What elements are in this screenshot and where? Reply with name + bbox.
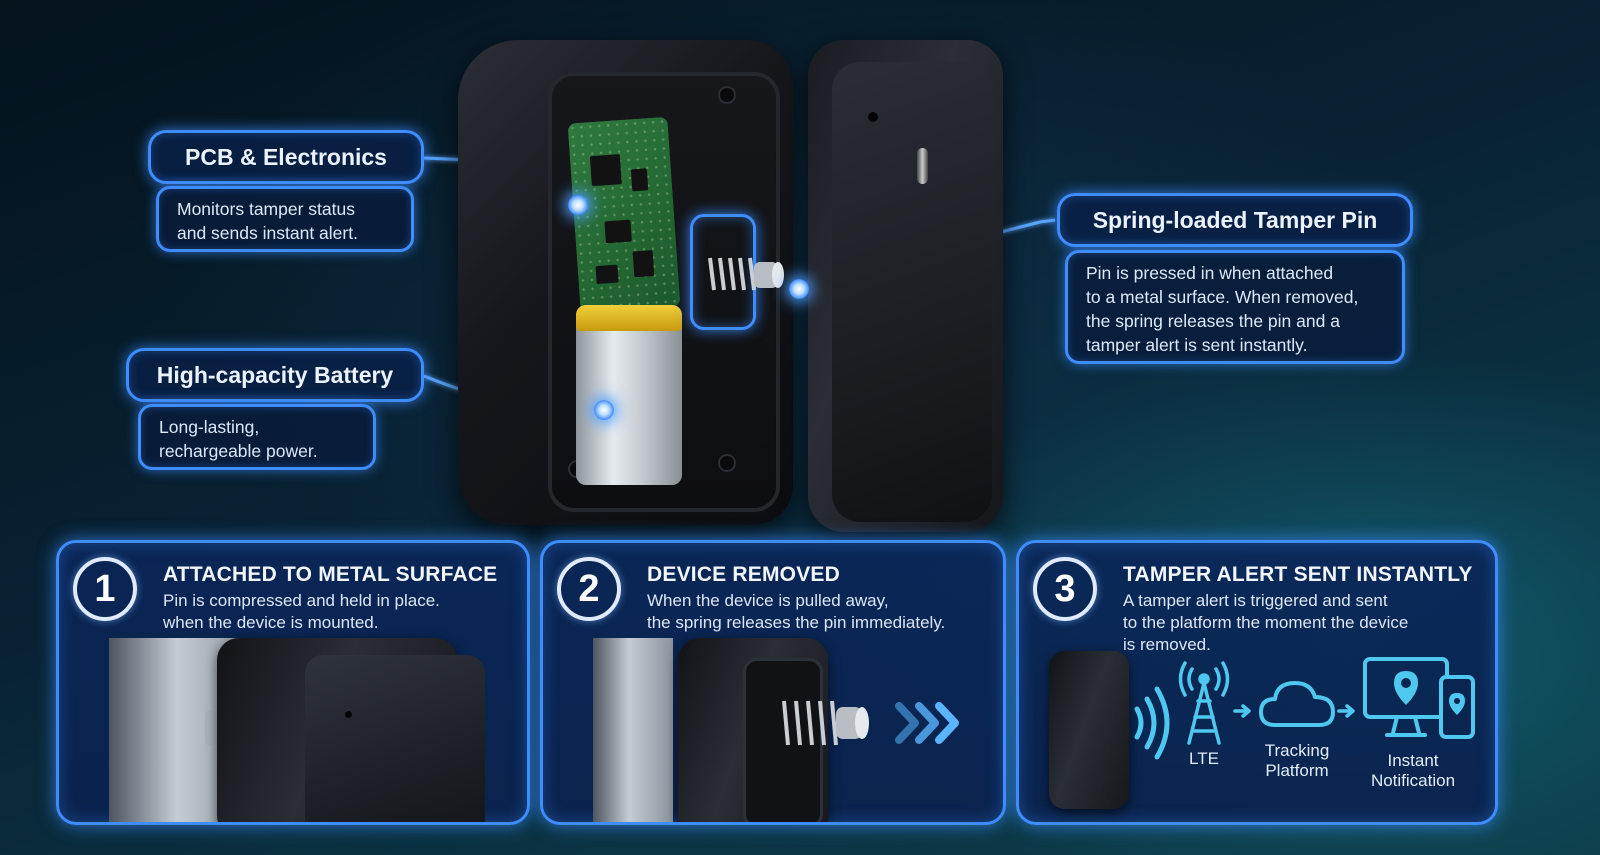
- battery-cell: [576, 305, 682, 485]
- arrow-right-icon: [1233, 704, 1251, 718]
- metal-surface: [593, 638, 673, 822]
- step-panel-removed: 2 DEVICE REMOVED When the device is pull…: [540, 540, 1006, 825]
- released-spring-icon: [782, 700, 869, 746]
- pcb-chip: [604, 219, 632, 244]
- tracking-platform-label-line: Tracking: [1264, 741, 1330, 760]
- battery-description-line: rechargeable power.: [159, 441, 318, 461]
- step-description-line: When the device is pulled away,: [647, 591, 889, 610]
- pcb-description-line: and sends instant alert.: [177, 223, 358, 243]
- pcb-description-line: Monitors tamper status: [177, 199, 355, 219]
- case-screw: [718, 86, 736, 104]
- tamper-pin-description-line: the spring releases the pin and a: [1086, 311, 1340, 331]
- case-screw: [718, 454, 736, 472]
- instant-notification-label-line: Instant: [1387, 751, 1439, 770]
- step-description: A tamper alert is triggered and sent to …: [1123, 590, 1408, 656]
- step-number-badge: 3: [1033, 557, 1097, 621]
- tamper-pin-marker-dot: [789, 279, 809, 299]
- pcb-chip: [595, 264, 619, 285]
- step-title: TAMPER ALERT SENT INSTANTLY: [1123, 563, 1473, 586]
- step-description-line: to the platform the moment the device: [1123, 613, 1409, 632]
- tracking-platform-label: Tracking Platform: [1249, 741, 1345, 781]
- tracker-device-icon: [1049, 651, 1129, 809]
- lid-led-indicator: [917, 148, 928, 184]
- step-description-line: when the device is mounted.: [163, 613, 379, 632]
- battery-callout-description: Long-lasting, rechargeable power.: [138, 404, 376, 470]
- battery-marker-dot: [594, 400, 614, 420]
- lte-label: LTE: [1189, 749, 1219, 768]
- cloud-icon: [1259, 681, 1335, 727]
- cell-tower-icon: [1178, 661, 1230, 745]
- tamper-pin-description-line: to a metal surface. When removed,: [1086, 287, 1359, 307]
- tamper-pin-callout-description: Pin is pressed in when attached to a met…: [1065, 250, 1405, 364]
- pcb-chip: [632, 250, 655, 278]
- instant-notification-label: Instant Notification: [1357, 751, 1469, 791]
- device-lid-face: [832, 62, 992, 522]
- tamper-pin-description-line: Pin is pressed in when attached: [1086, 263, 1334, 283]
- tamper-spring-icon: [708, 257, 784, 291]
- step-number-badge: 2: [557, 557, 621, 621]
- tracking-platform-label-line: Platform: [1265, 761, 1329, 780]
- battery-description-line: Long-lasting,: [159, 417, 260, 437]
- pcb-callout-description: Monitors tamper status and sends instant…: [156, 186, 414, 252]
- step-number-badge: 1: [73, 557, 137, 621]
- step-description-line: is removed.: [1123, 635, 1211, 654]
- pcb-board: [567, 116, 681, 314]
- chevron-right-icon: [895, 702, 959, 744]
- step-description: Pin is compressed and held in place. whe…: [163, 590, 440, 634]
- step-title: DEVICE REMOVED: [647, 563, 840, 586]
- tamper-pin-callout-title: Spring-loaded Tamper Pin: [1057, 193, 1413, 247]
- device-pinhole: [345, 711, 352, 718]
- monitor-phone-icon: [1363, 657, 1475, 739]
- instant-notification-label-line: Notification: [1370, 771, 1456, 790]
- battery-callout-title: High-capacity Battery: [126, 348, 424, 402]
- step-description-line: A tamper alert is triggered and sent: [1123, 591, 1388, 610]
- battery-cap: [576, 305, 682, 331]
- step-description: When the device is pulled away, the spri…: [647, 590, 945, 634]
- pcb-title-text: PCB & Electronics: [185, 143, 387, 170]
- tamper-pin-description-line: tamper alert is sent instantly.: [1086, 335, 1308, 355]
- step-description-line: Pin is compressed and held in place.: [163, 591, 440, 610]
- pcb-callout-title: PCB & Electronics: [148, 130, 424, 184]
- lid-pinhole: [868, 112, 878, 122]
- pcb-chip: [630, 168, 649, 192]
- pcb-marker-dot: [568, 195, 588, 215]
- step-panel-alert: 3 TAMPER ALERT SENT INSTANTLY A tamper a…: [1016, 540, 1498, 825]
- signal-waves-icon: [1134, 686, 1170, 760]
- battery-title-text: High-capacity Battery: [156, 361, 394, 388]
- step-panel-attached: 1 ATTACHED TO METAL SURFACE Pin is compr…: [56, 540, 530, 825]
- pcb-chip: [589, 154, 622, 187]
- tamper-pin-title-text: Spring-loaded Tamper Pin: [1092, 206, 1378, 233]
- step-title: ATTACHED TO METAL SURFACE: [163, 563, 498, 586]
- mounted-device-face: [305, 655, 485, 822]
- arrow-right-icon: [1337, 704, 1355, 718]
- step-description-line: the spring releases the pin immediately.: [647, 613, 946, 632]
